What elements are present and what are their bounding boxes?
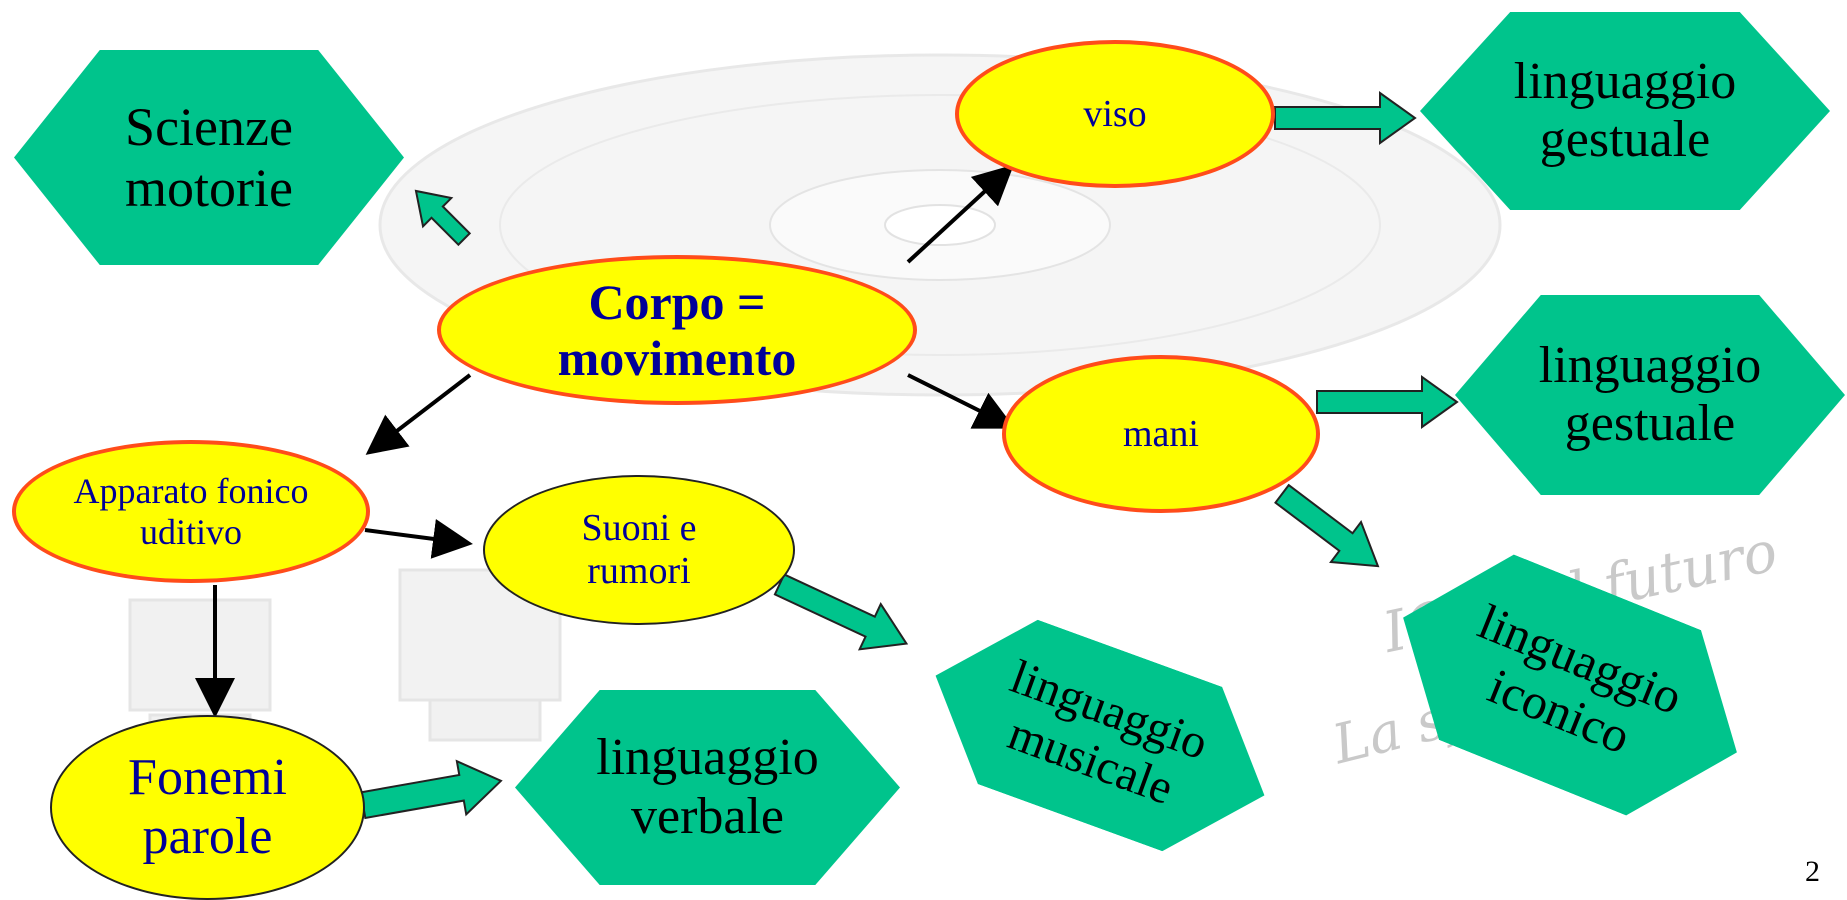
node-apparato-fonico-uditivo: Apparato fonico uditivo — [12, 440, 370, 583]
outcome-gestuale-mid-line1: linguaggio — [1538, 336, 1762, 394]
node-mani-label: mani — [1123, 412, 1199, 455]
node-fonemi-parole: Fonemi parole — [50, 715, 365, 900]
node-fonemi-line2: parole — [142, 807, 273, 865]
outcome-gestuale-top-line2: gestuale — [1539, 111, 1711, 168]
block-arrow-suoni-musicale — [773, 573, 909, 651]
center-node-corpo-movimento: Corpo = movimento — [437, 255, 917, 405]
arrow-corpo-apparato — [365, 373, 472, 455]
block-arrow-fonemi-verbale — [359, 759, 503, 820]
node-suoni-rumori: Suoni e rumori — [483, 475, 795, 625]
outcome-gestuale-top-line1: linguaggio — [1513, 52, 1737, 110]
block-arrow-mani-iconico — [1274, 483, 1380, 568]
outcome-linguaggio-verbale: linguaggio verbale — [515, 690, 900, 885]
block-arrow-scienze — [414, 189, 472, 247]
node-fonemi-line1: Fonemi — [128, 749, 287, 807]
outcome-gestuale-mid-line2: gestuale — [1564, 395, 1736, 452]
node-suoni-line1: Suoni e — [581, 507, 697, 550]
block-arrow-mani-gestuale — [1316, 375, 1459, 429]
node-viso: viso — [955, 40, 1275, 188]
outcome-linguaggio-gestuale-top: linguaggio gestuale — [1420, 12, 1830, 210]
outcome-scienze-line1: Scienze — [125, 97, 293, 158]
block-arrow-viso-gestuale — [1274, 91, 1417, 145]
center-line1: Corpo = — [588, 274, 766, 330]
outcome-verbale-line1: linguaggio — [596, 729, 819, 787]
arrow-apparato-suoni — [364, 519, 473, 559]
outcome-linguaggio-gestuale-mid: linguaggio gestuale — [1455, 295, 1845, 495]
node-apparato-line2: uditivo — [139, 511, 242, 552]
node-mani: mani — [1002, 355, 1320, 513]
outcome-scienze-line2: motorie — [125, 157, 293, 218]
page-number: 2 — [1805, 855, 1820, 888]
node-suoni-line2: rumori — [587, 550, 691, 592]
arrow-corpo-mani — [907, 373, 1016, 429]
outcome-verbale-line2: verbale — [630, 787, 784, 845]
node-apparato-line1: Apparato fonico — [73, 471, 309, 512]
outcome-scienze-motorie: Scienze motorie — [14, 50, 404, 265]
node-viso-label: viso — [1083, 92, 1147, 135]
center-line2: movimento — [557, 330, 797, 386]
arrow-corpo-viso — [906, 164, 1014, 264]
